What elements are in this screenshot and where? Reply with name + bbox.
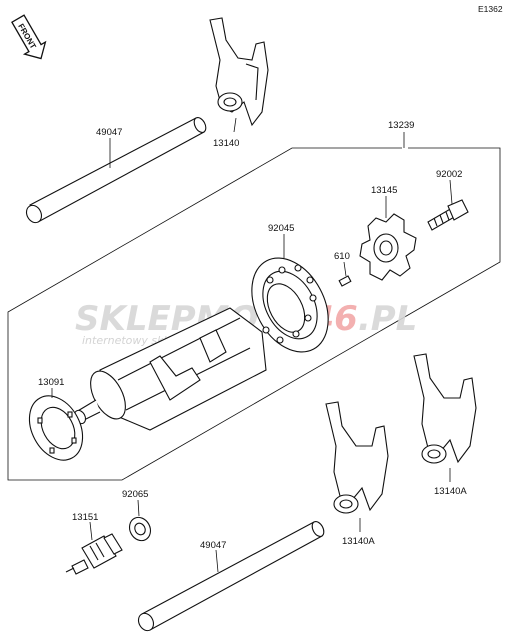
callout-13091: 13091 [38,377,64,388]
watermark: SKLEPMOTO46.PL internetowy sklep motocyk… [75,299,417,347]
neutral-switch-13151 [65,533,123,575]
shift-rod-lower [137,521,325,632]
callout-92002: 92002 [436,169,462,180]
shift-fork-middle [325,401,389,514]
assembly-bracket-13239 [7,147,501,481]
callout-13140-upper: 13140 [213,138,239,149]
callout-13151: 13151 [72,512,98,523]
watermark-part4: .PL [358,299,418,339]
bearing-13091 [28,395,84,461]
callout-13140a-right: 13140A [434,486,467,497]
shift-rod-upper [25,117,207,224]
washer-92065 [128,516,152,542]
shift-fork-right [413,353,477,464]
callout-13239: 13239 [388,120,414,131]
callout-92065: 92065 [122,489,148,500]
bolt-92002 [427,199,469,231]
diagram-code: E1362 [478,4,503,14]
bearing-92045 [251,257,329,353]
svg-text:SKLEPMOTO46.PL: SKLEPMOTO46.PL [75,299,417,339]
callout-610: 610 [334,251,350,262]
callout-49047-upper: 49047 [96,127,122,138]
shift-fork-upper [209,17,269,127]
callout-49047-lower: 49047 [200,540,226,551]
callout-13140a-middle: 13140A [342,536,375,547]
callout-13145: 13145 [371,185,397,196]
callout-92045: 92045 [268,223,294,234]
front-arrow-icon: FRONT [11,14,47,60]
watermark-part1: SKLEP [75,299,196,339]
pin-610 [338,275,352,287]
shift-drum-cam-13145 [359,213,417,281]
leader-lines [51,117,453,573]
